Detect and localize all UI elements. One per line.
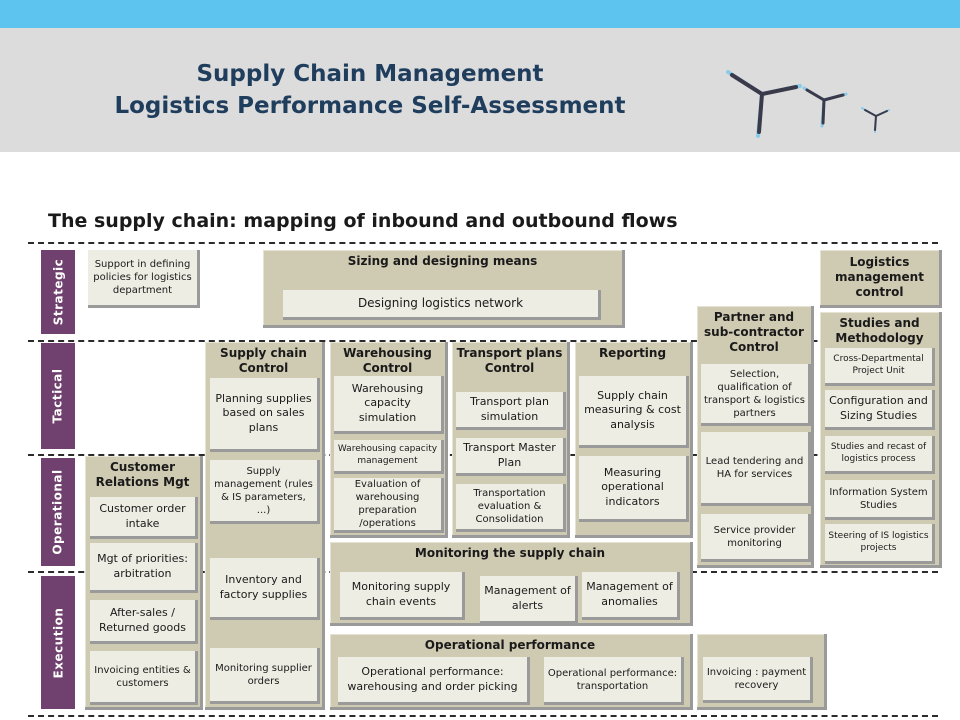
transport-evaluation-box: Transportation evaluation & Consolidatio… xyxy=(456,484,566,532)
panel-title: Supply chain Control xyxy=(220,346,307,375)
recast-studies-box: Studies and recast of logistics process xyxy=(825,436,935,474)
panel-title: Transport plans Control xyxy=(456,346,563,375)
header-band xyxy=(0,28,960,152)
top-color-bar xyxy=(0,0,960,28)
lane-operational: Operational xyxy=(41,458,75,566)
panel-logistics-management-control: Logistics management control xyxy=(820,250,942,308)
lane-execution: Execution xyxy=(41,576,75,709)
panel-title: Partner and sub-contractor Control xyxy=(704,310,804,354)
partner-selection-box: Selection, qualification of transport & … xyxy=(701,364,811,426)
monitoring-supplier-orders-box: Monitoring supplier orders xyxy=(210,648,320,704)
inventory-box: Inventory and factory supplies xyxy=(210,558,320,620)
after-sales-box: After-sales / Returned goods xyxy=(90,600,198,644)
invoicing-payment-box: Invoicing : payment recovery xyxy=(703,657,813,703)
measuring-cost-box: Supply chain measuring & cost analysis xyxy=(579,376,689,448)
panel-title: Reporting xyxy=(598,346,667,360)
title-line-2: Logistics Performance Self-Assessment xyxy=(114,93,626,119)
invoicing-entities-box: Invoicing entities & customers xyxy=(90,651,198,705)
transport-simulation-box: Transport plan simulation xyxy=(456,392,566,430)
lead-tendering-box: Lead tendering and HA for services xyxy=(701,432,811,506)
divider-line xyxy=(28,242,938,244)
panel-title: Operational performance xyxy=(424,638,596,652)
information-systems-box: Information System Studies xyxy=(825,480,935,520)
monitoring-events-box: Monitoring supply chain events xyxy=(340,572,465,620)
panel-title: Customer Relations Mgt xyxy=(95,460,190,489)
planning-supplies-box: Planning supplies based on sales plans xyxy=(210,378,320,452)
management-anomalies-box: Management of anomalies xyxy=(582,572,680,620)
priorities-box: Mgt of priorities: arbitration xyxy=(90,543,198,593)
support-policies-box: Support in defining policies for logisti… xyxy=(88,250,200,308)
diagram-subtitle: The supply chain: mapping of inbound and… xyxy=(48,210,678,232)
transport-master-plan-box: Transport Master Plan xyxy=(456,438,566,476)
warehousing-capacity-box: Warehousing capacity management xyxy=(334,440,444,474)
title-line-1: Supply Chain Management xyxy=(196,61,544,87)
panel-title: Warehousing Control xyxy=(343,346,432,375)
performance-warehousing-box: Operational performance: warehousing and… xyxy=(338,657,530,705)
three-branch-logo-icon xyxy=(726,70,890,138)
cross-departmental-box: Cross-Departmental Project Unit xyxy=(825,348,935,386)
supply-management-box: Supply management (rules & IS parameters… xyxy=(210,460,320,524)
configuration-sizing-box: Configuration and Sizing Studies xyxy=(825,390,935,430)
warehousing-simulation-box: Warehousing capacity simulation xyxy=(334,376,444,434)
management-alerts-box: Management of alerts xyxy=(480,576,578,624)
measuring-indicators-box: Measuring operational indicators xyxy=(579,456,689,522)
warehousing-evaluation-box: Evaluation of warehousing preparation /o… xyxy=(334,478,444,533)
panel-title: Studies and Methodology xyxy=(835,316,924,345)
lane-tactical: Tactical xyxy=(41,343,75,449)
service-provider-monitoring-box: Service provider monitoring xyxy=(701,514,811,562)
lane-strategic: Strategic xyxy=(41,250,75,334)
panel-title: Sizing and designing means xyxy=(347,254,538,268)
steering-projects-box: Steering of IS logistics projects xyxy=(825,524,935,564)
designing-network-box: Designing logistics network xyxy=(283,290,601,320)
customer-order-intake-box: Customer order intake xyxy=(90,497,198,539)
page-title: Supply Chain Management Logistics Perfor… xyxy=(60,58,680,122)
divider-line xyxy=(28,340,938,342)
panel-title: Logistics management control xyxy=(835,255,924,299)
performance-transportation-box: Operational performance: transportation xyxy=(544,657,684,705)
panel-title: Monitoring the supply chain xyxy=(414,546,606,560)
divider-line xyxy=(28,715,938,717)
